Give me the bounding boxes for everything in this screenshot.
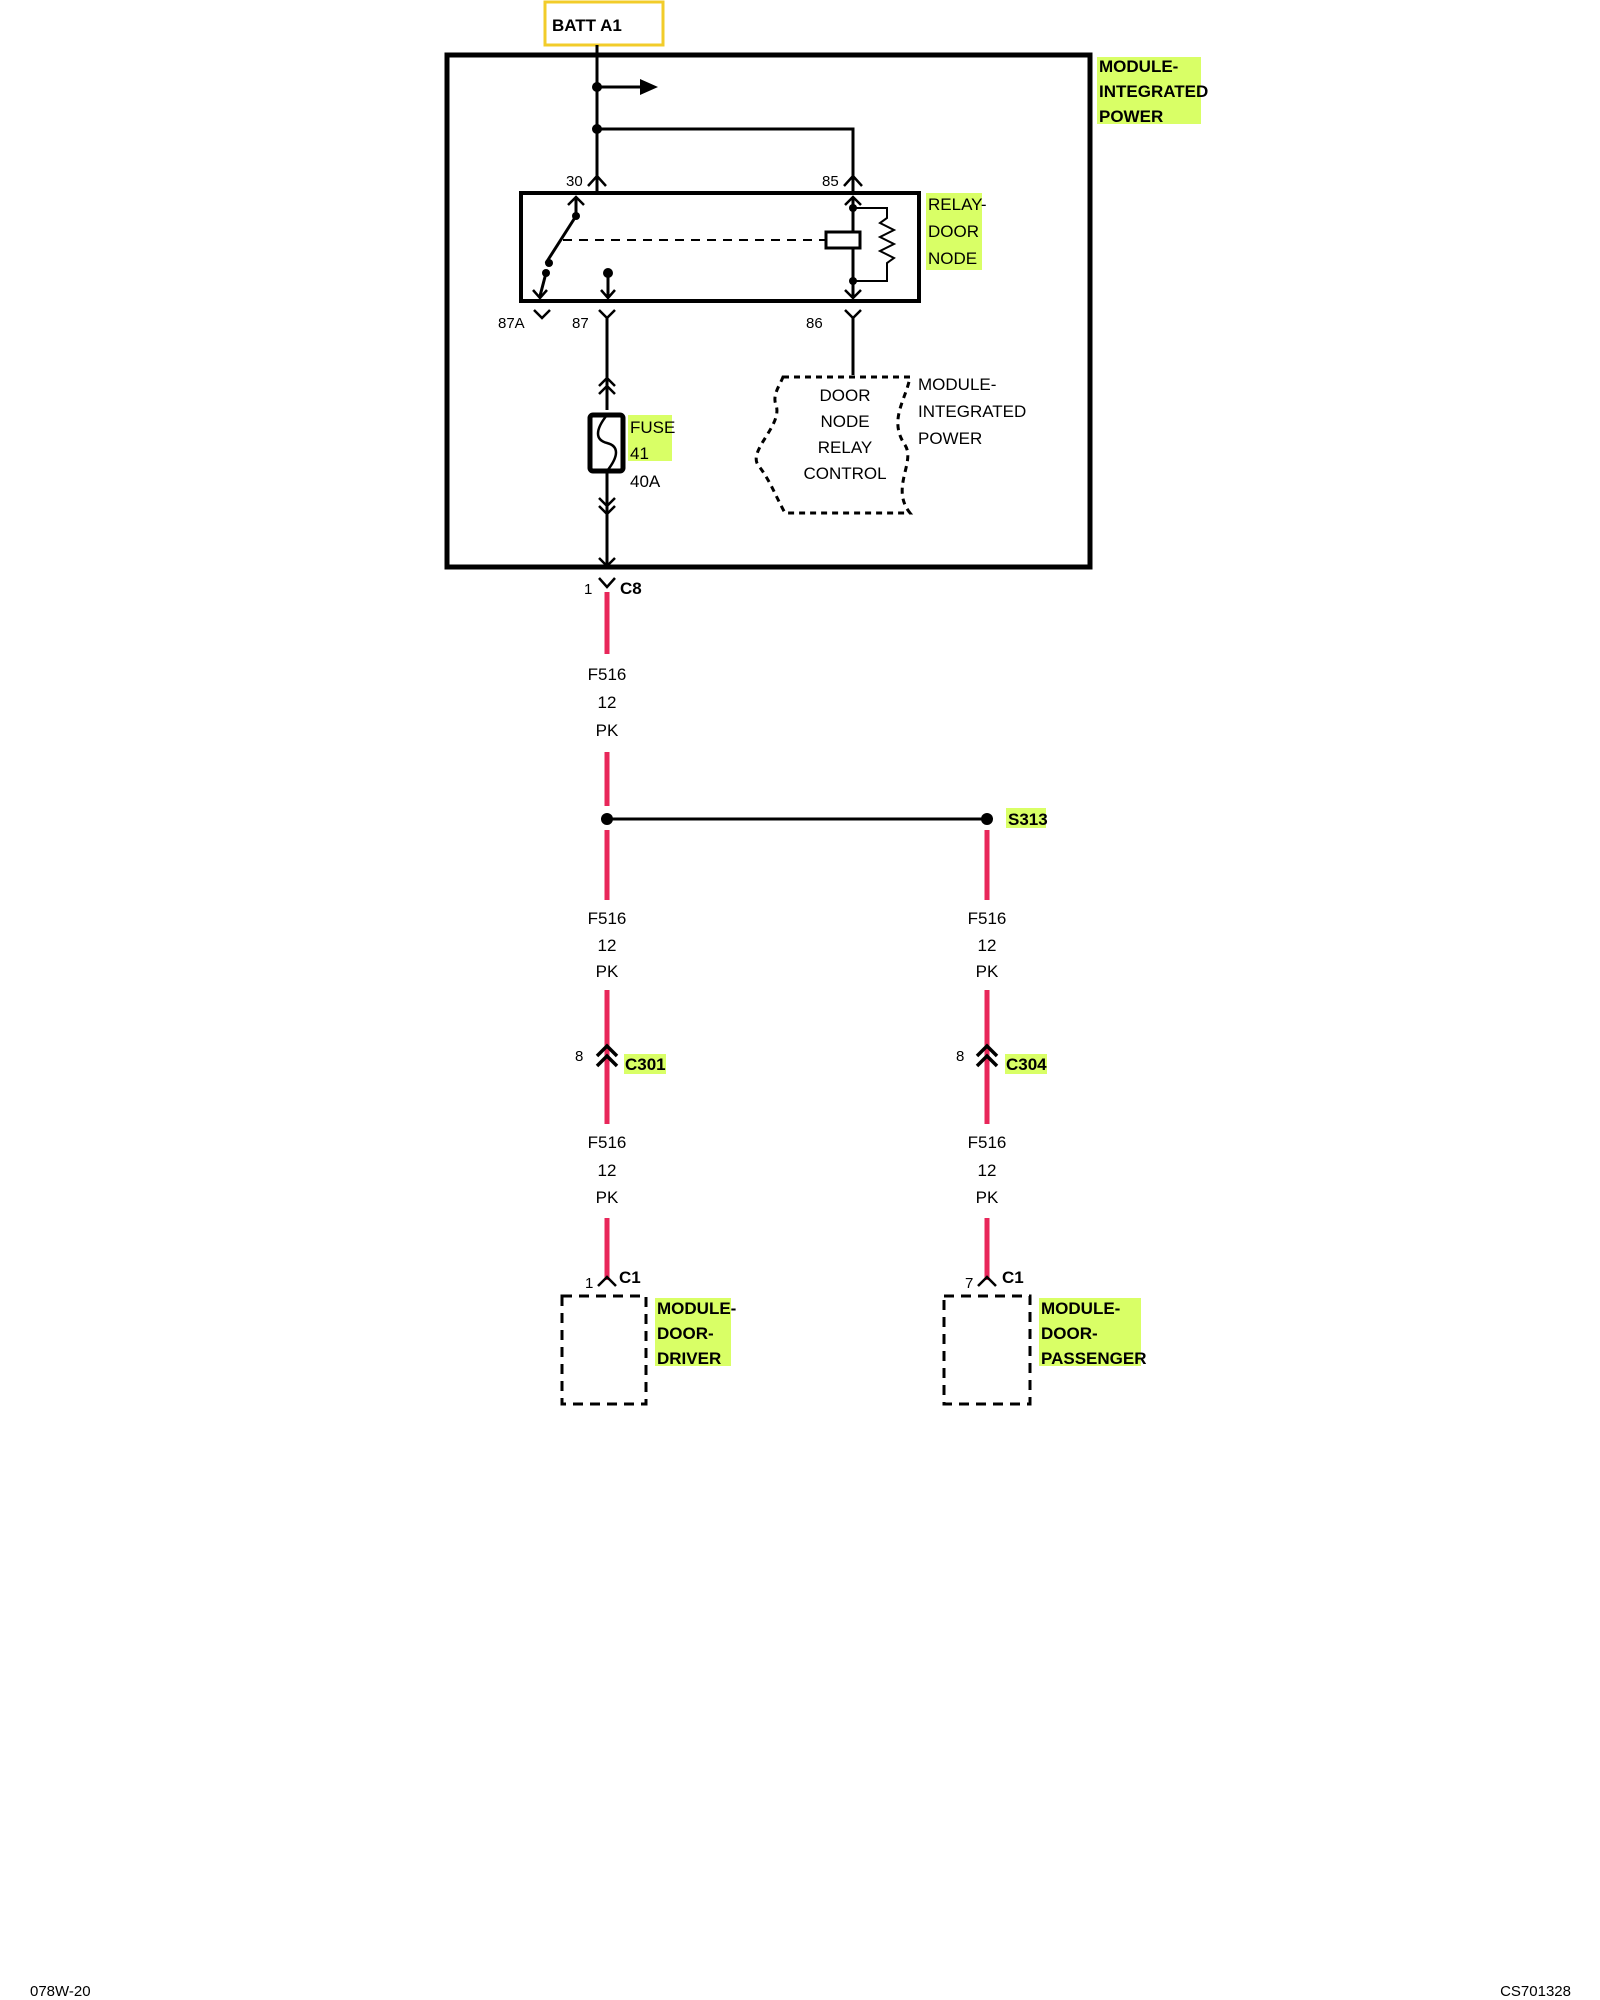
connector-c1-driver-name: C1	[619, 1268, 641, 1287]
module-integrated-power-inner-label: POWER	[918, 429, 982, 448]
wire-circuit-label: F516	[968, 1133, 1007, 1152]
connector-c304-pin: 8	[956, 1048, 964, 1065]
battery-label: BATT A1	[552, 16, 622, 35]
relay-pin-86: 86	[806, 315, 823, 332]
module-integrated-power-inner-label: INTEGRATED	[918, 402, 1026, 421]
connector-c8-name: C8	[620, 579, 642, 598]
relay-door-node-label: DOOR	[928, 222, 979, 241]
relay-switch-contact	[544, 215, 578, 264]
module-integrated-power-label: MODULE-	[1099, 57, 1178, 76]
connector-c1-passenger-pin: 7	[965, 1275, 973, 1292]
door-node-relay-control-label: CONTROL	[803, 464, 886, 483]
connector-c8-pin: 1	[584, 581, 592, 598]
footer-right-code: CS701328	[1500, 1983, 1571, 2000]
splice-s313-label: S313	[1008, 810, 1048, 829]
module-door-driver-label: DOOR-	[657, 1324, 714, 1343]
fuse-rating: 40A	[630, 472, 661, 491]
relay-door-node-box	[519, 191, 921, 303]
relay-pin-30: 30	[566, 173, 583, 190]
wire-color-label: PK	[596, 1188, 619, 1207]
footer-left-code: 078W-20	[30, 1983, 91, 2000]
relay-pin-85: 85	[822, 173, 839, 190]
wire-gauge-label: 12	[598, 936, 617, 955]
wire-gauge-label: 12	[978, 936, 997, 955]
wire-gauge-label: 12	[598, 1161, 617, 1180]
connector-c301-icon	[595, 1053, 619, 1068]
wire-circuit-label: F516	[588, 909, 627, 928]
relay-door-node-label: RELAY-	[928, 195, 987, 214]
wire-color-label: PK	[976, 962, 999, 981]
module-door-driver-box	[560, 1294, 648, 1406]
fuse-element	[596, 414, 618, 472]
connector-c304-name: C304	[1006, 1055, 1047, 1074]
wire-circuit-label: F516	[588, 1133, 627, 1152]
splice-s313-dot	[981, 813, 993, 825]
module-integrated-power-inner-label: MODULE-	[918, 375, 996, 394]
door-node-relay-control-block	[754, 375, 914, 515]
module-integrated-power-label: POWER	[1099, 107, 1163, 126]
relay-door-node-label: NODE	[928, 249, 977, 268]
connector-c301-pin: 8	[575, 1048, 583, 1065]
door-node-relay-control-label: DOOR	[820, 386, 871, 405]
module-integrated-power-label: INTEGRATED	[1099, 82, 1208, 101]
module-door-passenger-box	[942, 1294, 1032, 1406]
connector-c1-driver-pin: 1	[585, 1275, 593, 1292]
module-integrated-power-box	[444, 52, 1093, 570]
fuse-number: 41	[630, 444, 649, 463]
continuation-arrow-icon	[640, 79, 658, 95]
module-door-passenger-label: DOOR-	[1041, 1324, 1098, 1343]
connector-c304-icon	[975, 1053, 999, 1068]
wire-color-label: PK	[596, 962, 619, 981]
door-node-relay-control-label: NODE	[820, 412, 869, 431]
fuse-label: FUSE	[630, 418, 675, 437]
relay-coil	[824, 230, 862, 250]
module-door-driver-label: DRIVER	[657, 1349, 721, 1368]
wire-gauge-label: 12	[598, 693, 617, 712]
wire-gauge-label: 12	[978, 1161, 997, 1180]
wire-color-label: PK	[596, 721, 619, 740]
relay-pin-87a: 87A	[498, 315, 525, 332]
wire-circuit-label: F516	[588, 665, 627, 684]
module-door-passenger-label: PASSENGER	[1041, 1349, 1147, 1368]
connector-c301-name: C301	[625, 1055, 666, 1074]
module-door-passenger-label: MODULE-	[1041, 1299, 1120, 1318]
wire-color-label: PK	[976, 1188, 999, 1207]
wire-circuit-label: F516	[968, 909, 1007, 928]
connector-c1-passenger-name: C1	[1002, 1268, 1024, 1287]
relay-pin-87: 87	[572, 315, 589, 332]
battery-label-box	[543, 0, 665, 47]
connector-c301-icon	[595, 1043, 619, 1058]
door-node-relay-control-label: RELAY	[818, 438, 873, 457]
module-door-driver-label: MODULE-	[657, 1299, 736, 1318]
connector-c304-icon	[975, 1043, 999, 1058]
